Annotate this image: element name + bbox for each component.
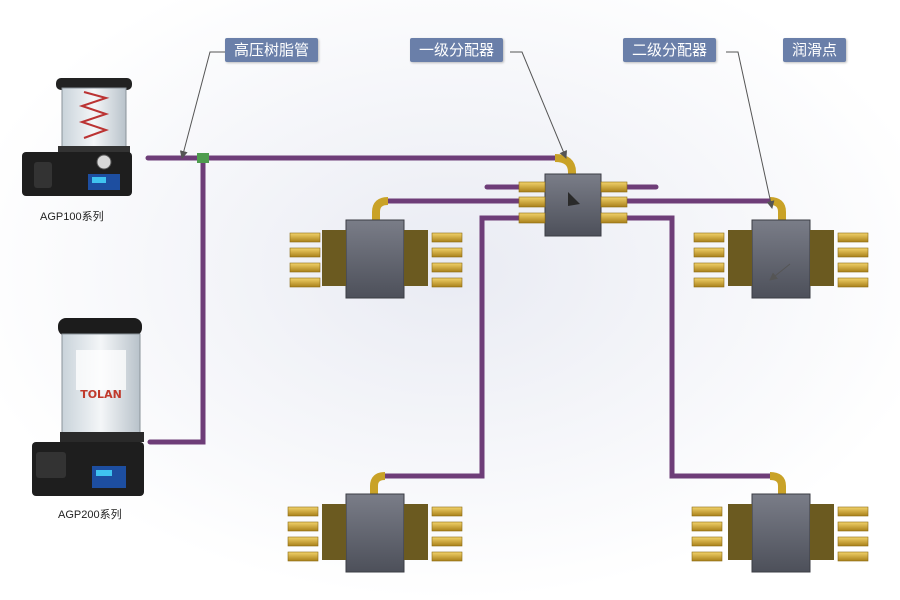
leader-hose — [179, 51, 225, 159]
pump2-supply-pipe — [147, 155, 206, 445]
secondary-block — [751, 493, 811, 573]
callout-lubrication-point: 润滑点 — [783, 38, 847, 62]
leader-primary — [510, 51, 568, 159]
lube-point-fittings — [691, 506, 869, 562]
primary-flow-arrow-icon — [568, 192, 580, 206]
tee-fitting — [197, 153, 209, 163]
pump2-caption: AGP200系列 — [58, 507, 122, 521]
pump2-cap — [58, 318, 142, 336]
leader-lines — [179, 51, 791, 281]
callout-high-pressure-hose: 高压树脂管 — [225, 38, 319, 62]
pump2-control-panel — [92, 466, 126, 488]
leader-secondary — [726, 51, 775, 209]
lube-point-fittings — [287, 506, 463, 562]
pump1-caption: AGP100系列 — [40, 209, 104, 223]
secondary-block — [345, 493, 405, 573]
pump1-cap — [56, 78, 132, 90]
pump-agp100 — [22, 78, 132, 196]
pump1-spring — [78, 91, 110, 139]
secondary-block — [751, 219, 811, 299]
primary-distributor — [518, 154, 628, 237]
secondary-distributor-bottom-left — [287, 472, 463, 573]
pipe-to-secondary-right-bottom — [613, 215, 773, 479]
pressure-gauge-icon — [96, 154, 112, 170]
secondary-distributor-top-left — [289, 197, 463, 299]
primary-inlet-elbow — [554, 154, 576, 176]
pump2-brand: TOLAN — [80, 388, 122, 401]
pump-agp200: TOLAN — [32, 318, 144, 496]
lube-point-fittings — [693, 232, 869, 288]
callout-primary-distributor: 一级分配器 — [410, 38, 504, 62]
secondary-block — [345, 219, 405, 299]
pipe-to-secondary-left-bottom — [382, 215, 528, 479]
leader-point — [769, 263, 791, 281]
secondary-distributor-bottom-right — [691, 472, 869, 573]
lube-point-fittings — [289, 232, 463, 288]
callout-secondary-distributor: 二级分配器 — [623, 38, 717, 62]
